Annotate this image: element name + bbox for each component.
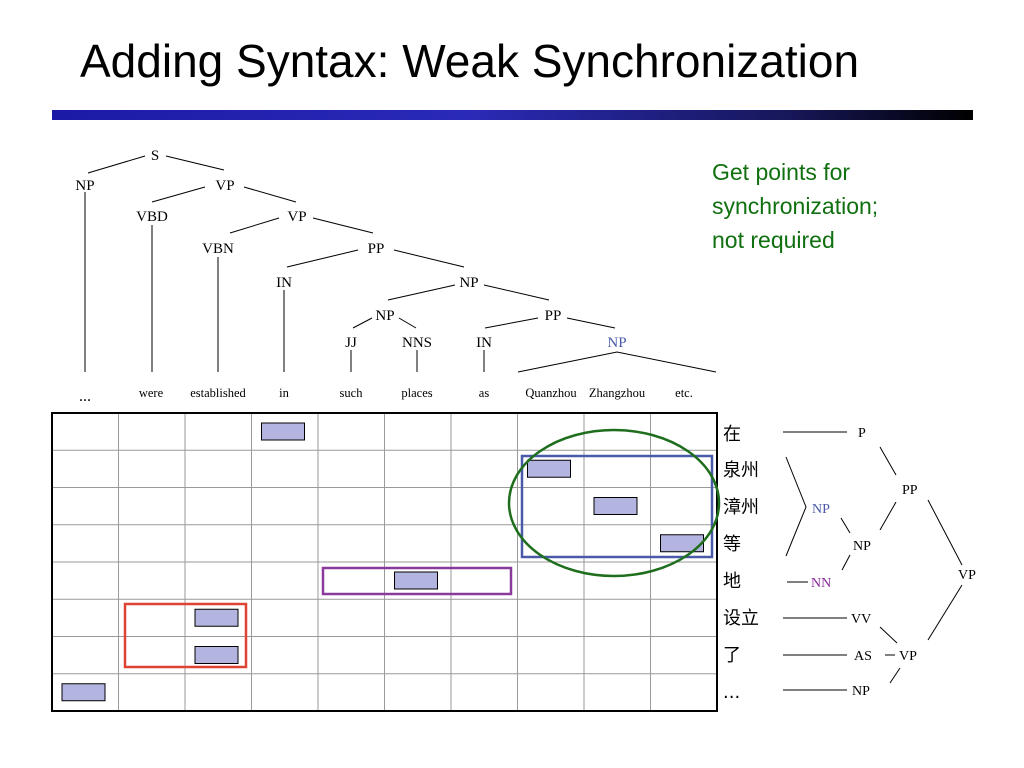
english-word-zhangzhou: Zhangzhou: [589, 386, 646, 400]
english-word-ellipsis: ...: [79, 388, 91, 405]
alignment-cell-marker: [194, 608, 239, 627]
tree-node-in-1: IN: [276, 275, 292, 291]
chinese-node-nn: NN: [811, 576, 831, 591]
tree-node-vbn: VBN: [202, 241, 234, 257]
chinese-word-ellipsis: ...: [723, 682, 740, 703]
tree-node-s: S: [151, 148, 159, 164]
chinese-word-quanzhou: 泉州: [723, 460, 759, 481]
tree-node-np-blue: NP: [607, 335, 626, 351]
english-word-such: such: [340, 386, 364, 400]
tree-node-pp-2: PP: [545, 308, 562, 324]
alignment-cell-marker: [660, 534, 704, 553]
chinese-node-vp-top: VP: [958, 568, 976, 583]
synchronization-note: Get points for synchronization; not requ…: [712, 155, 878, 257]
english-word-etc: etc.: [675, 386, 693, 400]
tree-node-in-2: IN: [476, 335, 492, 351]
chinese-word-zhangzhou: 漳州: [723, 497, 759, 518]
tree-node-vp-1: VP: [215, 178, 234, 194]
chinese-word-deng: 等: [723, 534, 741, 555]
english-tree-edges: [84, 155, 717, 373]
english-word-as: as: [479, 386, 490, 400]
chinese-tree-edges: [783, 431, 963, 691]
chinese-node-as: AS: [854, 649, 872, 664]
english-word-established: established: [190, 386, 246, 400]
english-word-in: in: [279, 386, 289, 400]
alignment-cell-marker: [194, 646, 239, 664]
phrase-box-red: [123, 602, 248, 669]
english-word-were: were: [139, 386, 164, 400]
english-word-quanzhou: Quanzhou: [525, 386, 577, 400]
note-line-3: not required: [712, 227, 835, 253]
tree-node-np-subject: NP: [75, 178, 94, 194]
title-rule: [52, 110, 973, 120]
chinese-node-np: NP: [853, 539, 871, 554]
chinese-word-le: 了: [723, 645, 741, 666]
tree-node-vbd: VBD: [136, 209, 168, 225]
alignment-cell-marker: [527, 459, 571, 478]
alignment-cell-marker: [61, 683, 106, 702]
chinese-node-vv: VV: [851, 612, 871, 627]
chinese-word-zai: 在: [723, 424, 741, 445]
grid-border: [51, 412, 718, 712]
note-line-1: Get points for: [712, 159, 851, 185]
tree-node-np-2: NP: [459, 275, 478, 291]
chinese-node-vp-low: VP: [899, 649, 917, 664]
tree-node-vp-2: VP: [287, 209, 306, 225]
chinese-node-p: P: [858, 426, 866, 441]
slide-title: Adding Syntax: Weak Synchronization: [80, 35, 860, 87]
chinese-word-sheli: 设立: [723, 608, 759, 629]
alignment-cell-marker: [261, 422, 305, 441]
alignment-cell-marker: [394, 571, 438, 590]
tree-node-pp-1: PP: [368, 241, 385, 257]
phrase-box-blue: [520, 454, 714, 559]
tree-node-nns: NNS: [402, 335, 432, 351]
chinese-node-np-last: NP: [852, 684, 870, 699]
tree-node-jj: JJ: [345, 335, 357, 351]
tree-node-np-3: NP: [375, 308, 394, 324]
phrase-box-purple: [321, 566, 513, 596]
chinese-node-pp: PP: [902, 483, 918, 498]
english-word-places: places: [401, 386, 432, 400]
chinese-node-np-blue: NP: [812, 502, 830, 517]
synchronization-ellipse: [507, 428, 721, 578]
alignment-grid: [51, 412, 718, 712]
note-line-2: synchronization;: [712, 193, 879, 219]
chinese-word-di: 地: [723, 571, 741, 592]
alignment-cell-marker: [593, 497, 638, 515]
